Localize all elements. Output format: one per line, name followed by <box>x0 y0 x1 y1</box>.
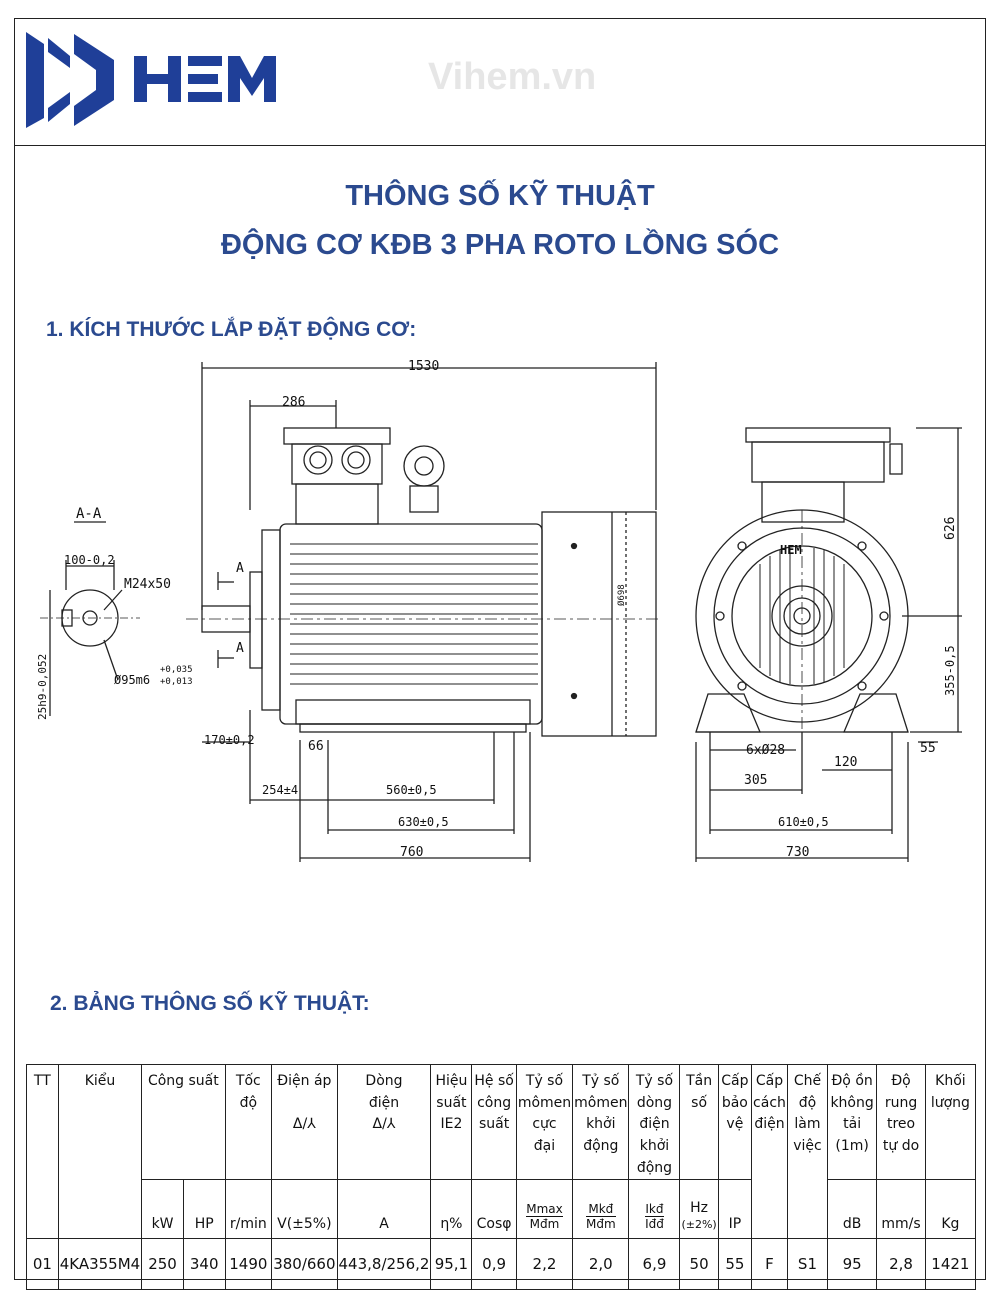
cell-hz: 50 <box>679 1238 719 1291</box>
cell-vib: 2,8 <box>876 1238 926 1291</box>
dim-foot-span-2: 630±0,5 <box>398 815 449 829</box>
dim-foot-thickness: 55 <box>920 741 936 756</box>
section-label: A-A <box>76 506 102 522</box>
dim-height-total: 626 <box>943 517 958 540</box>
cell-duty: S1 <box>786 1238 828 1291</box>
cell-volt: 380/660 <box>271 1238 338 1291</box>
section-heading-dimensions: 1. KÍCH THƯỚC LẮP ĐẶT ĐỘNG CƠ: <box>46 318 417 341</box>
cell-db: 95 <box>826 1238 878 1291</box>
dim-half-width: 305 <box>744 773 767 788</box>
dim-shaft-tol-low: +0,013 <box>160 677 193 687</box>
dim-key-width: 100-0,2 <box>64 553 115 567</box>
unit-kw: kW <box>141 1179 184 1240</box>
unit-db: dB <box>826 1179 878 1240</box>
unit-hp: HP <box>182 1179 226 1240</box>
side-view <box>186 362 660 862</box>
cell-ip: 55 <box>717 1238 753 1291</box>
cell-kieu: 4KA355M4 <box>57 1238 143 1291</box>
dim-key-height: 25h9-0,052 <box>36 654 49 720</box>
cell-insul: F <box>751 1238 788 1291</box>
dim-terminal-box: 286 <box>282 395 305 410</box>
unit-amp: A <box>336 1179 432 1240</box>
th-kieu: Kiểu <box>57 1063 143 1240</box>
th-cong-suat: Công suất <box>141 1063 226 1181</box>
page-title: THÔNG SỐ KỸ THUẬT <box>345 180 655 212</box>
section-heading-spec: 2. BẢNG THÔNG SỐ KỸ THUẬT: <box>50 992 370 1015</box>
cell-kw: 250 <box>141 1238 184 1291</box>
dim-end-to-foot: 254±4 <box>262 783 298 797</box>
page-header <box>14 18 986 146</box>
dim-overall-width: 730 <box>786 845 809 860</box>
dim-shaft-height: 355-0,5 <box>943 645 957 696</box>
cell-tt: 01 <box>26 1238 59 1291</box>
section-a-a <box>40 521 140 716</box>
th-tt: TT <box>26 1063 59 1240</box>
cut-label-top: A <box>236 561 244 576</box>
nameplate-logo: HEM <box>780 543 802 557</box>
dim-overall-length: 1530 <box>408 359 439 374</box>
cell-cos: 0,9 <box>471 1238 517 1291</box>
front-view <box>695 427 962 862</box>
unit-cos: Cosφ <box>471 1179 517 1240</box>
cell-ikd: 6,9 <box>628 1238 681 1291</box>
cell-hp: 340 <box>182 1238 226 1291</box>
cell-mmax: 2,2 <box>515 1238 574 1291</box>
dim-base-length: 760 <box>400 845 423 860</box>
cell-kg: 1421 <box>924 1238 977 1291</box>
cell-amp: 443,8/256,2 <box>336 1238 432 1291</box>
unit-rmin: r/min <box>224 1179 273 1240</box>
cell-eff: 95,1 <box>430 1238 473 1291</box>
dim-foot-width: 120 <box>834 755 857 770</box>
unit-eff: η% <box>430 1179 473 1240</box>
dim-holes: 6xØ28 <box>746 743 785 758</box>
unit-volt: V(±5%) <box>271 1179 338 1240</box>
unit-mms: mm/s <box>876 1179 926 1240</box>
dim-foot-span-1: 560±0,5 <box>386 783 437 797</box>
table-row: 01 4KA355M4 250 340 1490 380/660 443,8/2… <box>26 1238 977 1291</box>
dim-frame-dia: Ø698 <box>616 584 627 606</box>
dim-foot-offset: 66 <box>308 739 324 754</box>
dim-hole-span: 610±0,5 <box>778 815 829 829</box>
dim-shaft-length: 170±0,2 <box>204 733 255 747</box>
motor-drawing: 1530 286 A-A 100-0,2 M24x50 Ø95m6 +0,035… <box>36 359 962 862</box>
page-subtitle: ĐỘNG CƠ KĐB 3 PHA ROTO LỒNG SÓC <box>220 229 780 261</box>
hem-logo <box>26 32 276 128</box>
cell-mkd: 2,0 <box>572 1238 630 1291</box>
unit-hz: Hz(±2%) <box>679 1179 719 1240</box>
unit-kg: Kg <box>924 1179 977 1240</box>
dim-shaft-dia: Ø95m6 <box>114 673 150 687</box>
site-watermark: Vihem.vn <box>428 56 597 98</box>
dim-thread: M24x50 <box>124 577 171 592</box>
unit-ip: IP <box>717 1179 753 1240</box>
dim-shaft-tol-up: +0,035 <box>160 665 193 675</box>
cell-rpm: 1490 <box>224 1238 273 1291</box>
cut-label-bottom: A <box>236 641 244 656</box>
